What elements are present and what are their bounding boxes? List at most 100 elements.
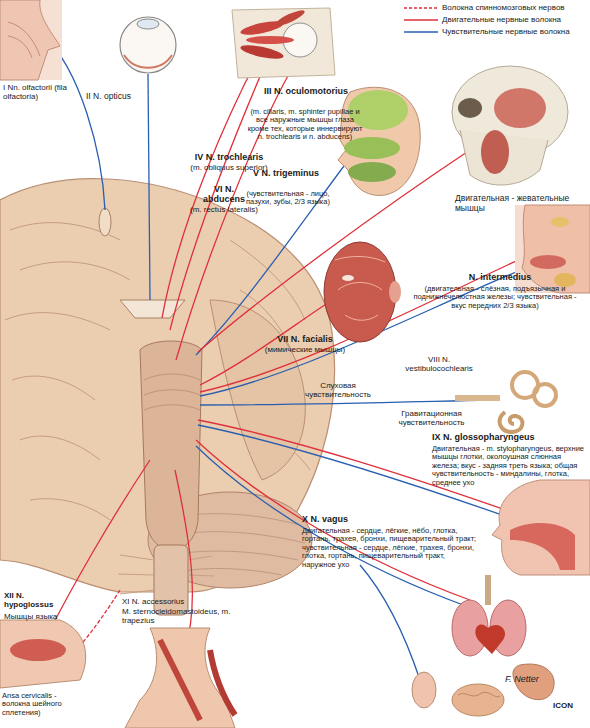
nerve-label: V N. trigeminus xyxy=(250,168,322,178)
orbit-bone xyxy=(232,8,335,78)
legend-line-sample xyxy=(404,7,438,9)
olfactory-bulb xyxy=(99,208,111,236)
nerve-label: IV N. trochlearis xyxy=(186,152,272,162)
neck xyxy=(125,628,235,728)
legend-text: Волокна спинномозговых нервов xyxy=(442,3,565,12)
legend-line xyxy=(404,28,438,36)
vagus-motor xyxy=(196,440,470,600)
abducens-fibre xyxy=(176,55,300,360)
neck-illustration xyxy=(125,628,235,728)
lacrimal-gland xyxy=(551,217,569,227)
nerve-label: VII N. facialis xyxy=(262,334,348,344)
oral-cavity xyxy=(510,523,575,570)
head-section xyxy=(492,480,590,575)
pons-lines xyxy=(144,374,200,410)
nose-frame xyxy=(0,0,62,80)
nerve-label: Слуховая чувствительность xyxy=(298,382,378,400)
nerve-label: I Nn. olfactorii (fila olfactoria) xyxy=(3,84,75,102)
vagus-ear-branch xyxy=(360,565,420,680)
maxillary-zone xyxy=(344,137,400,159)
nerve-label: VIII N. vestibulocochlearis xyxy=(398,356,480,374)
ear-canal xyxy=(455,395,500,401)
nerve-label: (чувствительная - лицо, пазухи, зубы, 2/… xyxy=(244,190,332,207)
nerve-label: (мимические мышцы) xyxy=(262,346,348,355)
nerve-label: (двигательная - слёзная, подъязычная и п… xyxy=(406,285,584,310)
legend-row: Чувствительные нервные волокна xyxy=(404,26,570,37)
legend-row: Двигательные нервные волокна xyxy=(404,14,561,25)
head xyxy=(324,242,396,342)
nerve-label: N. intermedius xyxy=(438,272,562,282)
pharynx-illustration xyxy=(492,480,590,575)
nerve-label: Мышцы языка xyxy=(4,613,68,622)
mandibular-zone xyxy=(348,162,396,182)
facial-muscles xyxy=(324,242,401,342)
intestine-loops xyxy=(458,692,500,697)
nerve-label: VI N. abducens xyxy=(196,184,252,204)
optic-fibre xyxy=(148,74,150,300)
legend-text: Чувствительные нервные волокна xyxy=(442,27,570,36)
orbit-illustration xyxy=(232,8,335,78)
trapezius xyxy=(210,650,235,715)
sternocleidomastoid xyxy=(160,640,200,720)
skull-illustration xyxy=(452,66,568,185)
legend-line-sample xyxy=(404,19,438,21)
nerve-label: IX N. glossopharyngeus xyxy=(432,432,588,442)
heart xyxy=(475,625,505,654)
nerve-label: II N. opticus xyxy=(86,92,148,102)
nerve-label: (m. ciliaris, m. sphinter pupillae и все… xyxy=(246,108,364,142)
nerve-label: ICON xyxy=(553,702,587,711)
vagus-sensory xyxy=(196,446,466,606)
legend-row: Волокна спинномозговых нервов xyxy=(404,2,565,13)
external-ear xyxy=(412,672,436,708)
brain xyxy=(0,179,335,615)
nerve-label: XI N. accessorius xyxy=(122,598,234,607)
nasal-cavity xyxy=(8,22,40,58)
retina xyxy=(124,55,172,68)
eyeball xyxy=(120,17,176,73)
masseter-muscle xyxy=(481,130,509,174)
inner-ear xyxy=(455,372,556,432)
nerve-label: Гравитационная чувствительность xyxy=(384,410,479,428)
eye xyxy=(342,275,354,281)
face-section xyxy=(522,205,590,293)
nose-profile xyxy=(0,0,60,80)
eye-muscle xyxy=(246,36,294,44)
temporal-muscle xyxy=(494,88,546,128)
semicircular-canal xyxy=(534,384,556,406)
trachea xyxy=(485,575,491,605)
tongue xyxy=(530,255,566,269)
jaw-section xyxy=(0,620,86,688)
lens xyxy=(137,19,159,29)
nerve-label: Двигательная - жевательные мышцы xyxy=(455,194,573,213)
nose-illustration xyxy=(0,0,62,80)
vestibulocochlear-fibre xyxy=(200,400,490,405)
nerve-label: F. Netter xyxy=(505,674,565,684)
legend-line-sample xyxy=(404,31,438,33)
intestines xyxy=(452,684,504,716)
nerve-label: XII N. hypoglossus xyxy=(4,592,68,610)
tongue-illustration xyxy=(0,620,86,688)
organs-illustration xyxy=(412,575,554,716)
nerve-label: X N. vagus xyxy=(302,514,412,524)
tongue xyxy=(10,639,66,661)
brainstem xyxy=(140,341,202,550)
eye-muscle xyxy=(274,8,306,29)
nerve-label: (m. rectus lateralis) xyxy=(184,206,264,215)
eye-illustration xyxy=(120,17,176,73)
brain-hemisphere xyxy=(0,179,335,592)
nerve-label: Ansa cervicalis - волокна шейного сплете… xyxy=(2,692,80,717)
trigeminal-motor xyxy=(198,150,470,352)
head-outline xyxy=(338,87,420,195)
oculomotor-fibre xyxy=(162,50,262,318)
jaw xyxy=(460,130,548,185)
legend-line xyxy=(404,16,438,24)
legend-text: Двигательные нервные волокна xyxy=(442,15,561,24)
nerve-label: M. sternocleidomastoideus, m. trapezius xyxy=(122,608,234,626)
face-dermatomes xyxy=(338,87,420,195)
nerve-label: III N. oculomotorius xyxy=(250,86,362,96)
muscle-fibres xyxy=(335,256,385,320)
nerve-label: Двигательная - m. stylopharyngeus, верхн… xyxy=(432,445,588,487)
cochlea xyxy=(500,412,523,432)
orbit xyxy=(458,98,482,118)
